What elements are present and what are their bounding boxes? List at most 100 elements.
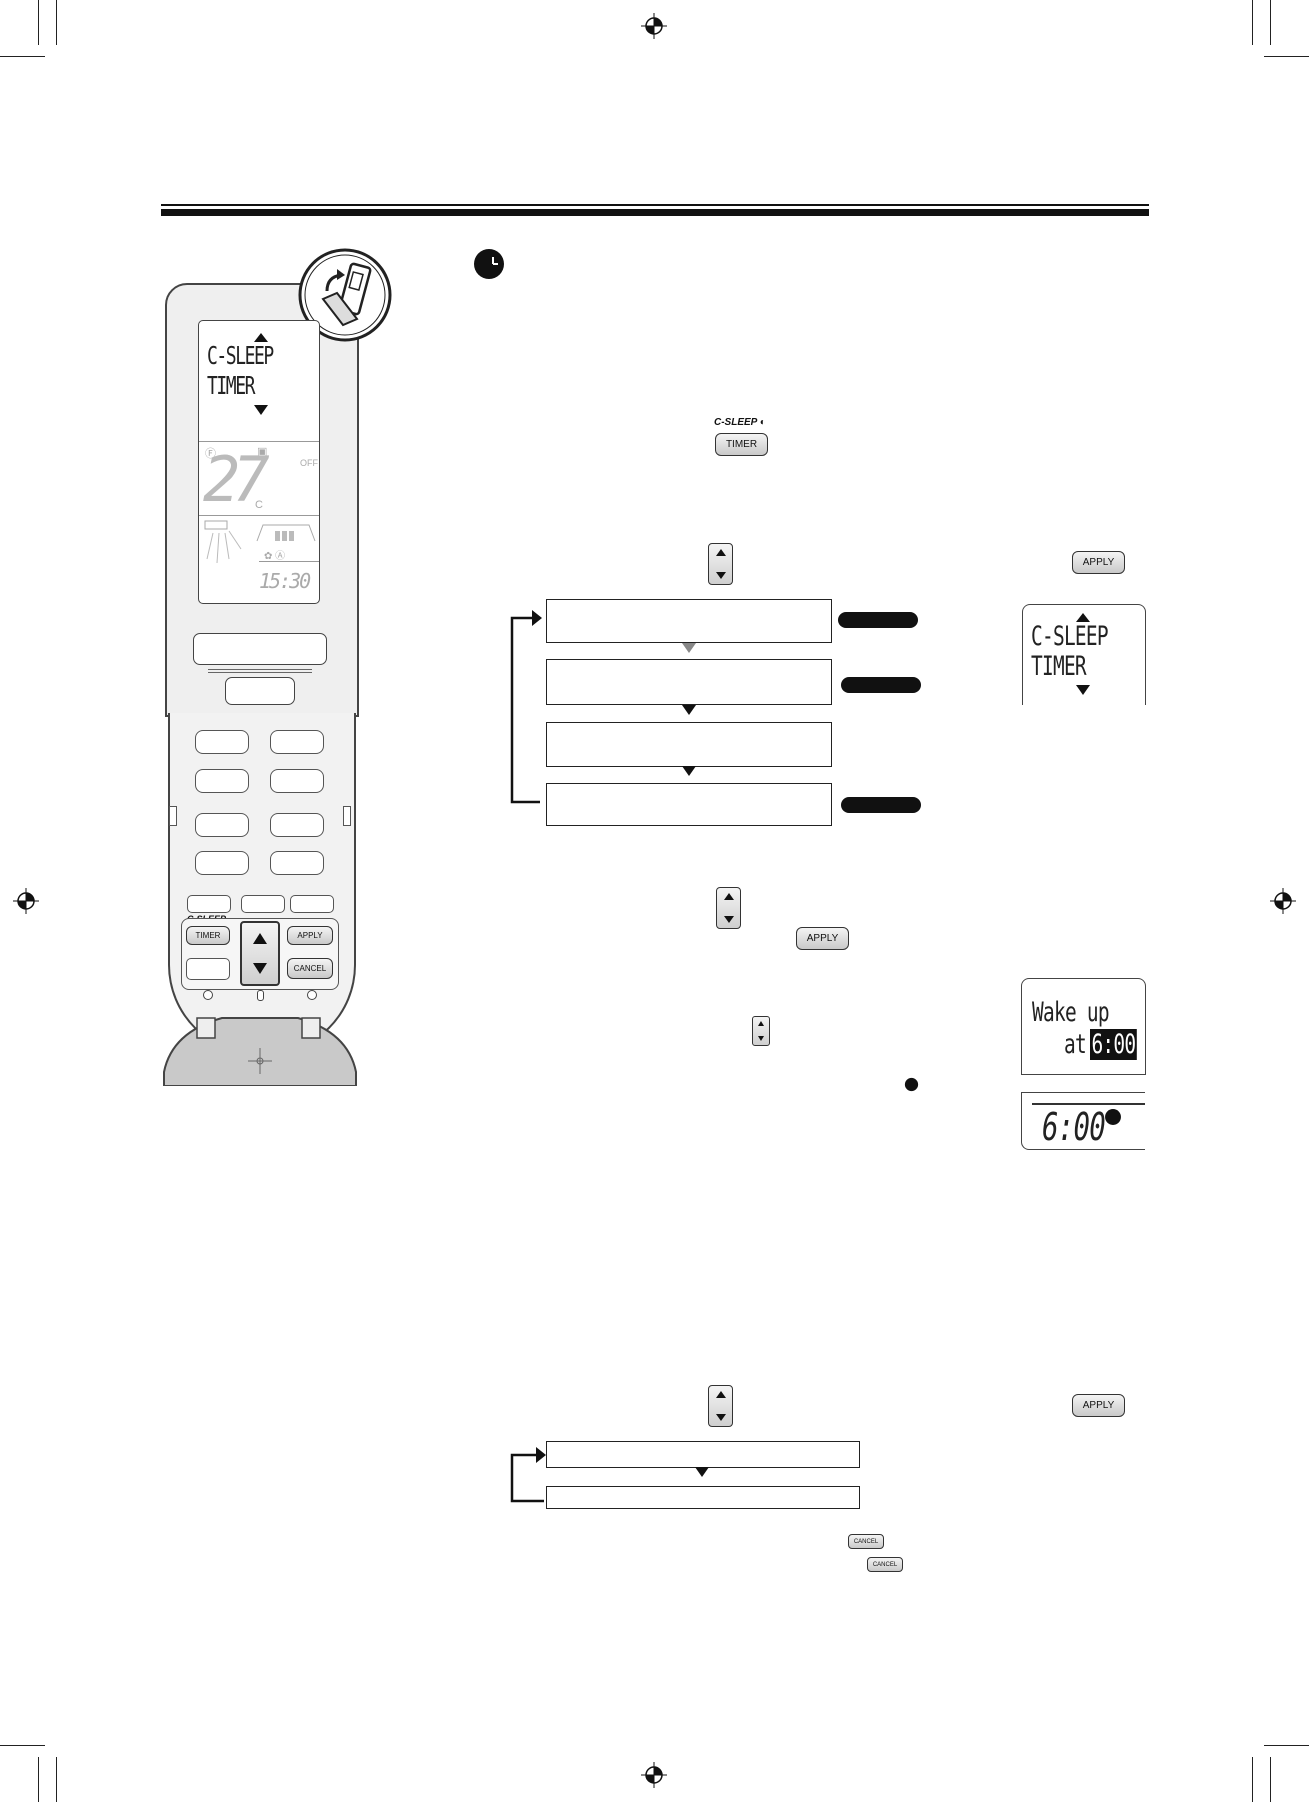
crosshair-icon bbox=[1270, 888, 1296, 914]
swing-icon bbox=[256, 524, 316, 542]
remote-side-tab bbox=[169, 806, 177, 826]
timer-button[interactable]: TIMER bbox=[715, 433, 768, 456]
remote-blank-button[interactable] bbox=[186, 958, 230, 980]
flow-option-box bbox=[546, 659, 832, 705]
crop-mark bbox=[38, 0, 39, 45]
apply-button[interactable]: APPLY bbox=[1072, 1394, 1125, 1417]
csleep-display: C-SLEEP TIMER bbox=[1022, 604, 1146, 705]
remote-small-button[interactable] bbox=[187, 895, 231, 913]
remote-line bbox=[208, 669, 312, 673]
remote-button[interactable] bbox=[195, 730, 249, 754]
lcd-clock: 15:30 bbox=[259, 569, 311, 593]
down-arrow-icon bbox=[723, 916, 734, 923]
display-wakeup: Wake up bbox=[1032, 997, 1110, 1028]
display-at: at bbox=[1064, 1029, 1087, 1060]
flow-arrow-icon bbox=[682, 705, 696, 715]
lcd-fan-auto-icon: ✿ Ⓐ bbox=[264, 551, 286, 562]
remote-lower-body bbox=[168, 713, 356, 1055]
lcd-timer: TIMER bbox=[207, 371, 255, 400]
flow-option-box bbox=[546, 599, 832, 643]
lcd-mode-icon: ▣ bbox=[257, 446, 268, 458]
crosshair-icon bbox=[641, 13, 667, 39]
up-down-button[interactable] bbox=[716, 887, 741, 929]
crop-mark bbox=[56, 0, 57, 45]
display-time: 6:00 bbox=[1042, 1105, 1106, 1149]
up-arrow-icon bbox=[723, 893, 734, 900]
flow-option-box bbox=[546, 783, 832, 826]
remote-side-tab bbox=[343, 806, 351, 826]
remote-power-button[interactable] bbox=[225, 677, 295, 705]
up-arrow-icon bbox=[715, 1391, 726, 1398]
apply-button[interactable]: APPLY bbox=[1072, 551, 1125, 574]
crop-mark bbox=[38, 1757, 39, 1802]
down-arrow-icon bbox=[715, 572, 726, 579]
display-timer: TIMER bbox=[1031, 651, 1087, 682]
lcd-csleep: C-SLEEP bbox=[207, 341, 274, 370]
crop-mark bbox=[1264, 56, 1309, 57]
remote-led bbox=[257, 990, 264, 1001]
up-arrow-icon bbox=[253, 933, 267, 944]
crop-mark bbox=[1252, 0, 1253, 45]
flow-arrow-icon bbox=[682, 766, 696, 776]
cancel-button-small[interactable]: CANCEL bbox=[867, 1557, 903, 1572]
header-rule bbox=[161, 204, 1149, 206]
remote-small-button[interactable] bbox=[290, 895, 334, 913]
crosshair-icon bbox=[13, 888, 39, 914]
display-down-arrow bbox=[1076, 685, 1090, 695]
remote-window bbox=[193, 633, 327, 665]
up-down-button[interactable] bbox=[708, 543, 733, 585]
crop-mark bbox=[1252, 1757, 1253, 1802]
remote-button[interactable] bbox=[195, 813, 249, 837]
display-line bbox=[1032, 1103, 1145, 1105]
flow-arrow-icon bbox=[695, 1467, 709, 1477]
flow-loop-bracket bbox=[510, 610, 542, 804]
down-arrow-icon bbox=[715, 1414, 726, 1421]
display-csleep: C-SLEEP bbox=[1031, 621, 1109, 652]
lcd-down-arrow bbox=[254, 405, 268, 415]
crop-mark bbox=[1270, 1757, 1271, 1802]
up-arrow-icon bbox=[715, 549, 726, 556]
indicator-pill bbox=[838, 612, 918, 628]
moon-clock-icon bbox=[1105, 1109, 1121, 1125]
up-down-button[interactable] bbox=[708, 1385, 733, 1427]
remote-button[interactable] bbox=[195, 769, 249, 793]
remote-button[interactable] bbox=[270, 730, 324, 754]
remote-apply-button[interactable]: APPLY bbox=[287, 926, 333, 945]
crop-mark bbox=[0, 56, 45, 57]
down-arrow-icon bbox=[253, 963, 267, 974]
time-display: 6:00 bbox=[1021, 1092, 1145, 1150]
moon-clock-icon bbox=[904, 1077, 919, 1092]
flow-loop-bracket bbox=[510, 1447, 546, 1503]
remote-timer-button[interactable]: TIMER bbox=[186, 926, 230, 945]
flow-option-box bbox=[546, 1441, 860, 1468]
header-rule-thick bbox=[161, 209, 1149, 216]
remote-button[interactable] bbox=[270, 851, 324, 875]
lcd-divider bbox=[259, 561, 319, 562]
apply-button[interactable]: APPLY bbox=[796, 927, 849, 950]
indicator-pill bbox=[841, 677, 921, 693]
lcd-fan-icon: Ⓕ bbox=[205, 448, 216, 460]
remote-button[interactable] bbox=[270, 769, 324, 793]
wakeup-display: Wake up at 6:00 bbox=[1021, 978, 1146, 1075]
lcd-temp-unit: C bbox=[255, 499, 263, 511]
lcd-off: OFF bbox=[300, 458, 318, 468]
step1-csleep-label: C-SLEEP ◐ bbox=[714, 417, 766, 428]
remote-open-icon bbox=[298, 248, 392, 342]
remote-up-down-button[interactable] bbox=[240, 921, 280, 986]
up-arrow-icon bbox=[758, 1021, 764, 1026]
crop-mark bbox=[56, 1757, 57, 1802]
lcd-divider bbox=[199, 515, 319, 516]
display-up-arrow bbox=[1076, 613, 1090, 622]
remote-button[interactable] bbox=[270, 813, 324, 837]
remote-led bbox=[307, 990, 317, 1000]
flow-arrow-icon bbox=[682, 643, 696, 653]
lcd-temperature: 27 bbox=[203, 443, 270, 516]
remote-cancel-button[interactable]: CANCEL bbox=[287, 958, 333, 979]
remote-back-cover bbox=[163, 1017, 357, 1086]
up-down-button-small[interactable] bbox=[752, 1016, 770, 1046]
crop-mark bbox=[1270, 0, 1271, 45]
remote-button[interactable] bbox=[195, 851, 249, 875]
remote-small-button[interactable] bbox=[241, 895, 285, 913]
cancel-button-small[interactable]: CANCEL bbox=[848, 1534, 884, 1549]
flow-option-box bbox=[546, 1486, 860, 1509]
